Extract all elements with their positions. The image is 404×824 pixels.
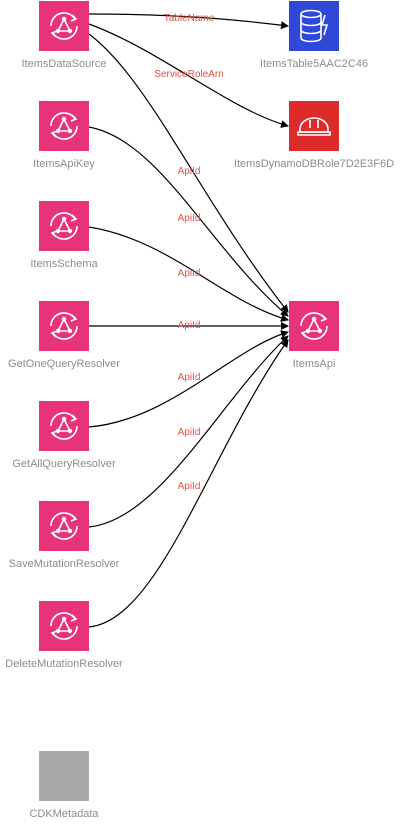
edge-label-apiid-schema: ApiId	[177, 268, 201, 279]
node-label-items-data-source: ItemsDataSource	[21, 58, 107, 70]
node-label-delete-mutation-resolver: DeleteMutationResolver	[5, 658, 123, 670]
node-get-all-query-resolver[interactable]	[39, 401, 89, 451]
edge-label-apiid-getone: ApiId	[177, 320, 201, 331]
edge-delete-to-api[interactable]	[88, 339, 289, 628]
edge-label-servicerolearn: ServiceRoleArn	[154, 69, 224, 80]
node-label-items-schema: ItemsSchema	[30, 258, 98, 270]
node-save-mutation-resolver[interactable]	[39, 501, 89, 551]
node-items-schema[interactable]	[39, 201, 89, 251]
edge-apikey-to-api[interactable]	[88, 126, 289, 317]
edge-label-apiid-getall: ApiId	[177, 372, 201, 383]
edge-datasource-to-api[interactable]	[88, 33, 289, 313]
node-items-data-source[interactable]	[39, 1, 89, 51]
appsync-icon	[39, 301, 89, 351]
node-label-cdk-metadata: CDKMetadata	[29, 808, 99, 820]
appsync-icon	[39, 1, 89, 51]
edge-label-tablename: TableName	[163, 13, 215, 24]
appsync-icon	[39, 501, 89, 551]
appsync-icon	[289, 301, 339, 351]
edge-label-apiid-apikey: ApiId	[177, 213, 201, 224]
iam-role-icon	[289, 101, 339, 151]
node-items-table[interactable]	[289, 1, 339, 51]
node-label-items-api-key: ItemsApiKey	[33, 158, 95, 170]
node-label-items-dynamodb-role: ItemsDynamoDBRole7D2E3F6D	[233, 158, 395, 170]
node-label-items-table: ItemsTable5AAC2C46	[259, 58, 369, 70]
node-items-dynamodb-role[interactable]	[289, 101, 339, 151]
edge-schema-to-api[interactable]	[88, 226, 289, 322]
node-cdk-metadata[interactable]	[39, 751, 89, 801]
node-items-api[interactable]	[289, 301, 339, 351]
node-label-get-all-query-resolver: GetAllQueryResolver	[12, 458, 116, 470]
node-items-api-key[interactable]	[39, 101, 89, 151]
appsync-icon	[39, 201, 89, 251]
edge-label-apiid-datasource: ApiId	[177, 166, 201, 177]
edge-datasource-to-table[interactable]	[88, 13, 289, 30]
edge-save-to-api[interactable]	[88, 335, 289, 528]
metadata-icon	[39, 751, 89, 801]
appsync-icon	[39, 401, 89, 451]
node-label-get-one-query-resolver: GetOneQueryResolver	[8, 358, 120, 370]
edge-label-apiid-save: ApiId	[177, 427, 201, 438]
edge-label-apiid-delete: ApiId	[177, 481, 201, 492]
node-delete-mutation-resolver[interactable]	[39, 601, 89, 651]
node-label-save-mutation-resolver: SaveMutationResolver	[8, 558, 120, 570]
node-get-one-query-resolver[interactable]	[39, 301, 89, 351]
appsync-icon	[39, 601, 89, 651]
edge-getall-to-api[interactable]	[88, 330, 289, 428]
node-label-items-api: ItemsApi	[292, 358, 336, 370]
dynamodb-icon	[289, 1, 339, 51]
appsync-icon	[39, 101, 89, 151]
edge-datasource-to-role[interactable]	[88, 23, 289, 128]
